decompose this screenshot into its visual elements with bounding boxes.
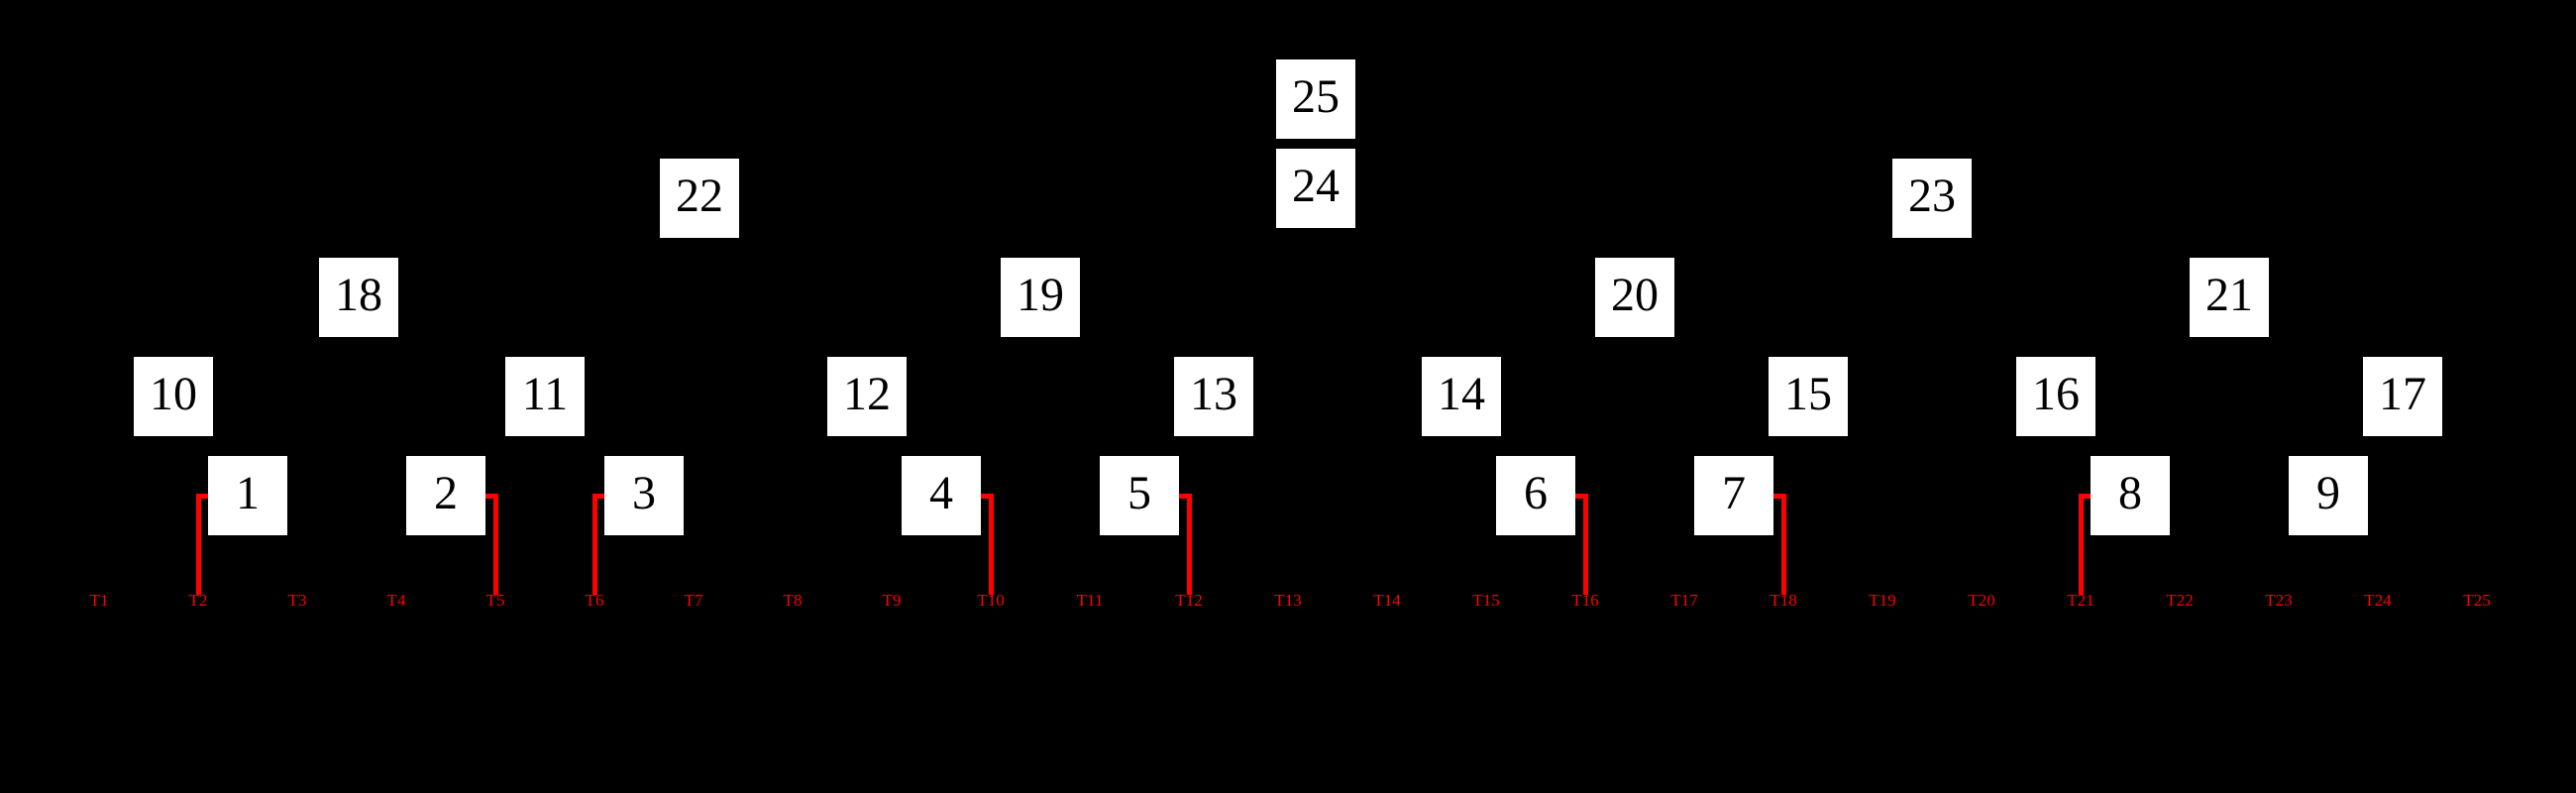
axis-tick-label-T18: T18 xyxy=(1770,591,1797,610)
node-label: 23 xyxy=(1908,170,1956,222)
tree-node-15: 15 xyxy=(1769,357,1848,436)
tree-node-25: 25 xyxy=(1276,59,1355,139)
connector-node1-T2 xyxy=(195,493,208,595)
connector-node2-T5 xyxy=(485,493,498,595)
axis-tick-label-T21: T21 xyxy=(2067,591,2094,610)
tree-node-23: 23 xyxy=(1892,159,1972,238)
tree-node-5: 5 xyxy=(1100,456,1179,535)
tree-node-4: 4 xyxy=(902,456,981,535)
tree-node-20: 20 xyxy=(1595,258,1674,337)
node-label: 2 xyxy=(434,467,458,519)
axis-tick-label-T2: T2 xyxy=(188,591,208,610)
node-label: 19 xyxy=(1017,269,1064,321)
node-label: 9 xyxy=(2316,467,2340,519)
tree-node-7: 7 xyxy=(1694,456,1773,535)
axis-tick-label-T6: T6 xyxy=(585,591,604,610)
node-label: 18 xyxy=(335,269,382,321)
node-label: 14 xyxy=(1438,368,1485,420)
axis-tick-label-T3: T3 xyxy=(287,591,307,610)
node-label: 10 xyxy=(150,368,197,420)
node-label: 7 xyxy=(1722,467,1746,519)
axis-tick-label-T9: T9 xyxy=(882,591,902,610)
axis-tick-label-T14: T14 xyxy=(1373,591,1401,610)
axis-tick-label-T16: T16 xyxy=(1571,591,1599,610)
connector-node8-T21 xyxy=(2078,493,2091,595)
node-label: 21 xyxy=(2205,269,2253,321)
tree-node-24: 24 xyxy=(1276,149,1355,228)
node-label: 22 xyxy=(676,170,723,222)
tree-node-19: 19 xyxy=(1001,258,1080,337)
axis-tick-label-T20: T20 xyxy=(1968,591,1995,610)
node-label: 16 xyxy=(2032,368,2080,420)
axis-tick-label-T11: T11 xyxy=(1076,591,1104,610)
node-label: 17 xyxy=(2379,368,2426,420)
tree-node-21: 21 xyxy=(2190,258,2269,337)
connector-node6-T16 xyxy=(1575,493,1588,595)
node-label: 11 xyxy=(521,368,569,420)
tree-node-12: 12 xyxy=(827,357,907,436)
tree-node-16: 16 xyxy=(2016,357,2095,436)
tree-node-14: 14 xyxy=(1422,357,1501,436)
tree-node-8: 8 xyxy=(2091,456,2170,535)
node-label: 20 xyxy=(1611,269,1659,321)
node-label: 1 xyxy=(236,467,260,519)
node-label: 3 xyxy=(632,467,656,519)
axis-tick-label-T24: T24 xyxy=(2364,591,2392,610)
node-label: 13 xyxy=(1190,368,1237,420)
tree-node-3: 3 xyxy=(604,456,684,535)
node-label: 6 xyxy=(1524,467,1548,519)
axis-tick-label-T8: T8 xyxy=(783,591,803,610)
tree-node-13: 13 xyxy=(1174,357,1253,436)
axis-tick-label-T5: T5 xyxy=(485,591,505,610)
connector-node7-T18 xyxy=(1773,493,1786,595)
axis-tick-label-T10: T10 xyxy=(977,591,1005,610)
axis-tick-label-T13: T13 xyxy=(1274,591,1302,610)
axis-tick-label-T1: T1 xyxy=(89,591,109,610)
tree-node-11: 11 xyxy=(505,357,585,436)
tree-node-10: 10 xyxy=(134,357,213,436)
tree-node-2: 2 xyxy=(406,456,485,535)
axis-tick-label-T7: T7 xyxy=(684,591,703,610)
tree-node-1: 1 xyxy=(208,456,287,535)
node-label: 25 xyxy=(1292,70,1340,123)
node-label: 15 xyxy=(1784,368,1832,420)
connector-node3-T6 xyxy=(591,493,604,595)
axis-tick-label-T23: T23 xyxy=(2265,591,2293,610)
tree-node-9: 9 xyxy=(2289,456,2368,535)
node-label: 8 xyxy=(2118,467,2142,519)
node-label: 24 xyxy=(1292,160,1340,212)
node-label: 4 xyxy=(929,467,953,519)
connector-node4-T10 xyxy=(981,493,994,595)
node-label: 5 xyxy=(1127,467,1151,519)
axis-tick-label-T17: T17 xyxy=(1670,591,1698,610)
axis-tick-label-T15: T15 xyxy=(1472,591,1500,610)
axis-tick-label-T12: T12 xyxy=(1175,591,1203,610)
tree-node-6: 6 xyxy=(1496,456,1575,535)
axis-tick-label-T25: T25 xyxy=(2463,591,2491,610)
tree-node-18: 18 xyxy=(319,258,398,337)
tree-node-22: 22 xyxy=(660,159,739,238)
tree-node-17: 17 xyxy=(2363,357,2442,436)
connector-node5-T12 xyxy=(1179,493,1192,595)
axis-tick-label-T22: T22 xyxy=(2166,591,2194,610)
node-label: 12 xyxy=(843,368,891,420)
axis-tick-label-T19: T19 xyxy=(1869,591,1896,610)
axis-tick-label-T4: T4 xyxy=(386,591,406,610)
